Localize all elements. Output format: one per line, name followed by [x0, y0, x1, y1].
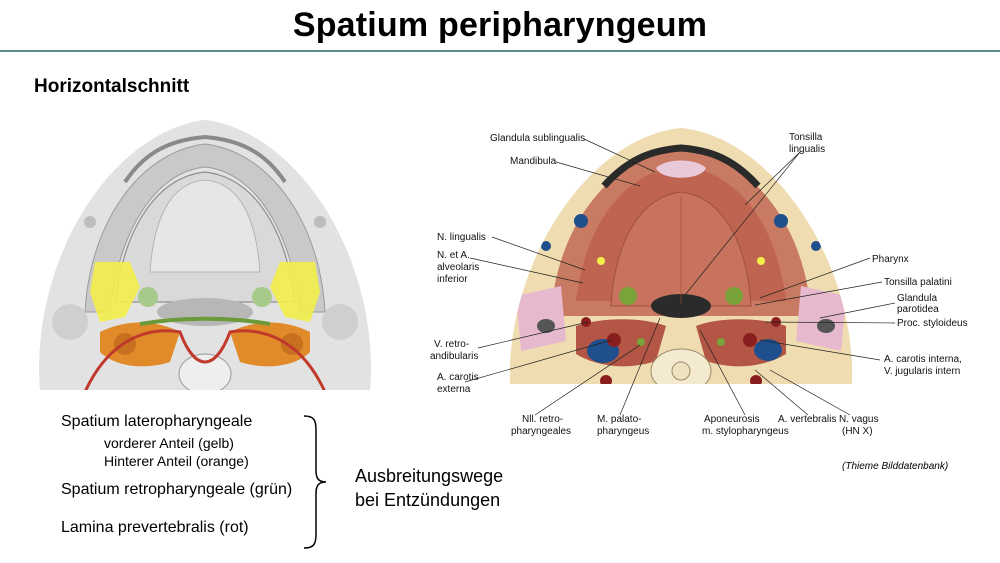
label-aponeurosis-2: m. stylopharyngeus [702, 426, 789, 437]
label-n-lingualis: N. lingualis [437, 232, 486, 243]
label-n-alveolaris-2: alveolaris [437, 262, 480, 273]
image-credit: (Thieme Bilddatenbank) [842, 461, 949, 472]
label-v-retro-2: andibularis [430, 351, 479, 362]
legend-subitem-hinterer-anteil: Hinterer Anteil (orange) [104, 453, 249, 469]
label-nll-retro-1: Nll. retro- [522, 414, 564, 425]
label-a-carotis-externa-2: externa [437, 384, 471, 395]
label-m-palato-1: M. palato- [597, 414, 642, 425]
right-cross-section-figure [509, 128, 853, 384]
section-subtitle: Horizontalschnitt [34, 76, 190, 97]
legend-brace [303, 415, 327, 549]
label-m-palato-2: pharyngeus [597, 426, 650, 437]
label-n-alveolaris-1: N. et A. [437, 250, 470, 261]
label-tonsilla-lingualis-2: lingualis [789, 144, 826, 155]
label-glandula-parotidea-1: Glandula [897, 293, 938, 304]
title-divider [0, 50, 1000, 52]
spread-routes-line-1: Ausbreitungswege [355, 466, 504, 486]
label-glandula-sublingualis: Glandula sublingualis [490, 133, 586, 144]
label-glandula-parotidea-2: parotidea [897, 304, 939, 315]
label-n-alveolaris-3: inferior [437, 274, 468, 285]
label-mandibula: Mandibula [510, 156, 557, 167]
label-n-vagus-2: (HN X) [842, 426, 873, 437]
legend-subitem-vorderer-anteil: vorderer Anteil (gelb) [104, 435, 234, 451]
label-tonsilla-palatini: Tonsilla palatini [884, 277, 952, 288]
label-aponeurosis-1: Aponeurosis [704, 414, 760, 425]
label-v-retro-1: V. retro- [434, 339, 470, 350]
legend-item-spatium-retropharyngeale: Spatium retropharyngeale (grün) [61, 481, 293, 498]
label-nll-retro-2: pharyngeales [511, 426, 572, 437]
legend-item-lamina-prevertebralis: Lamina prevertebralis (rot) [61, 519, 249, 536]
label-a-carotis-externa-1: A. carotis [437, 372, 479, 383]
label-n-vagus-1: N. vagus [839, 414, 879, 425]
label-proc-styloideus: Proc. styloideus [897, 318, 968, 329]
page-title: Spatium peripharyngeum [292, 6, 708, 44]
label-a-vertebralis: A. vertebralis [778, 414, 837, 425]
label-a-carotis-interna-1: A. carotis interna, [884, 354, 962, 365]
spread-routes-text: Ausbreitungswege bei Entzündungen [355, 464, 503, 512]
left-cross-section-figure [39, 120, 371, 390]
legend-item-spatium-lateropharyngeale: Spatium lateropharyngeale [61, 413, 253, 430]
label-tonsilla-lingualis-1: Tonsilla [789, 132, 823, 143]
label-pharynx: Pharynx [872, 254, 909, 265]
spread-routes-line-2: bei Entzündungen [355, 490, 501, 510]
label-a-carotis-interna-2: V. jugularis intern [884, 366, 961, 377]
